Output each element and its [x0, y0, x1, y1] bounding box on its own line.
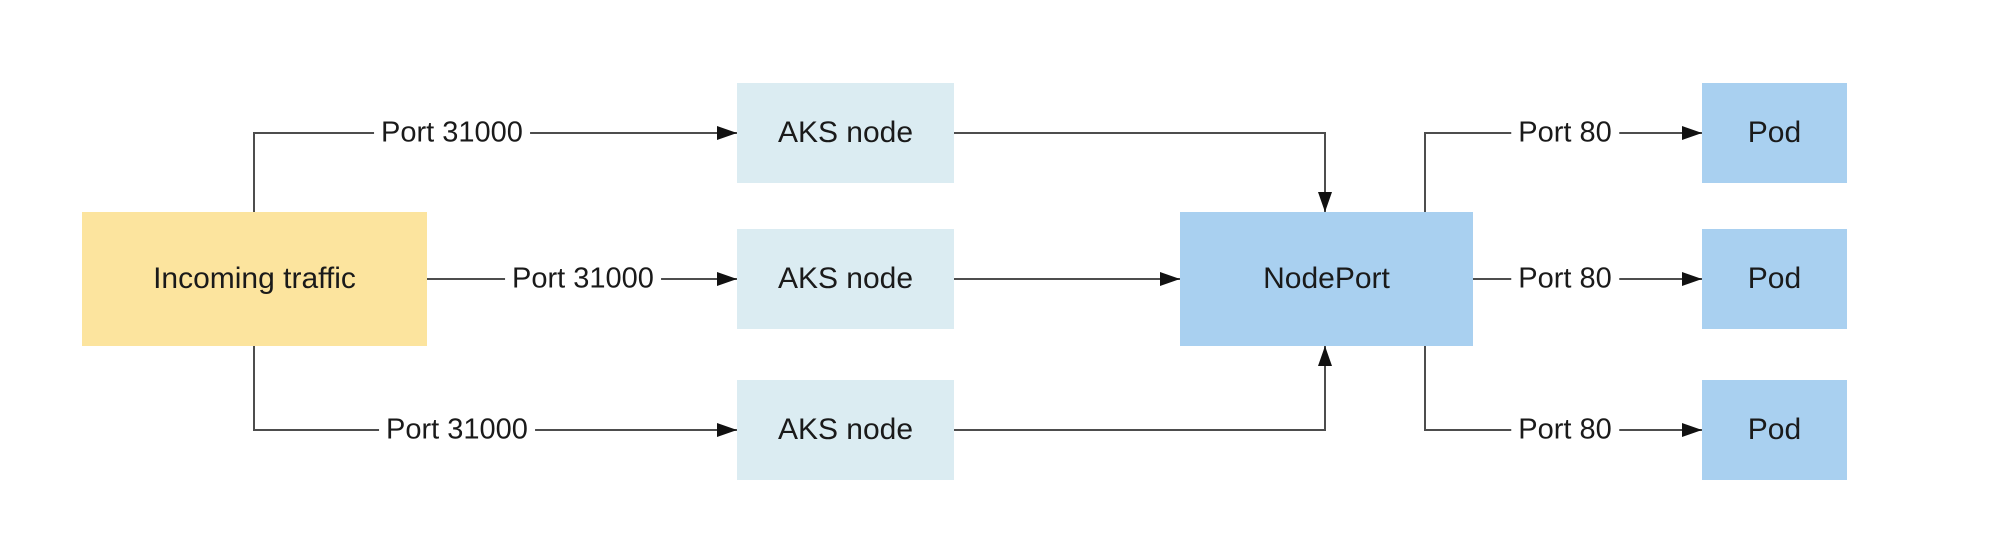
edge-aks-3-to-nodeport: [954, 346, 1332, 431]
edge-label-port-31000-2: Port 31000: [505, 261, 661, 297]
node-aks-node-3-label: AKS node: [777, 413, 914, 446]
node-aks-node-3: AKS node: [737, 380, 954, 480]
node-aks-node-2: AKS node: [737, 229, 954, 329]
node-aks-node-1-label: AKS node: [777, 116, 914, 149]
edge-label-port-80-2: Port 80: [1511, 261, 1619, 297]
node-nodeport-label: NodePort: [1263, 262, 1390, 295]
node-aks-node-1: AKS node: [737, 83, 954, 183]
node-pod-1-label: Pod: [1747, 116, 1802, 149]
edge-label-port-80-3: Port 80: [1511, 412, 1619, 448]
node-incoming-traffic: Incoming traffic: [82, 212, 427, 346]
edge-aks-1-to-nodeport: [954, 132, 1332, 212]
node-nodeport: NodePort: [1180, 212, 1473, 346]
node-pod-2: Pod: [1702, 229, 1847, 329]
edge-label-port-31000-1: Port 31000: [374, 115, 530, 151]
node-pod-2-label: Pod: [1747, 262, 1802, 295]
node-pod-3: Pod: [1702, 380, 1847, 480]
edge-label-port-80-1: Port 80: [1511, 115, 1619, 151]
node-pod-1: Pod: [1702, 83, 1847, 183]
edge-label-port-31000-3: Port 31000: [379, 412, 535, 448]
edge-incoming-to-aks-1: [253, 126, 737, 212]
node-incoming-traffic-label: Incoming traffic: [153, 262, 356, 295]
node-aks-node-2-label: AKS node: [777, 262, 914, 295]
edge-incoming-to-aks-3: [253, 346, 737, 437]
node-pod-3-label: Pod: [1747, 413, 1802, 446]
